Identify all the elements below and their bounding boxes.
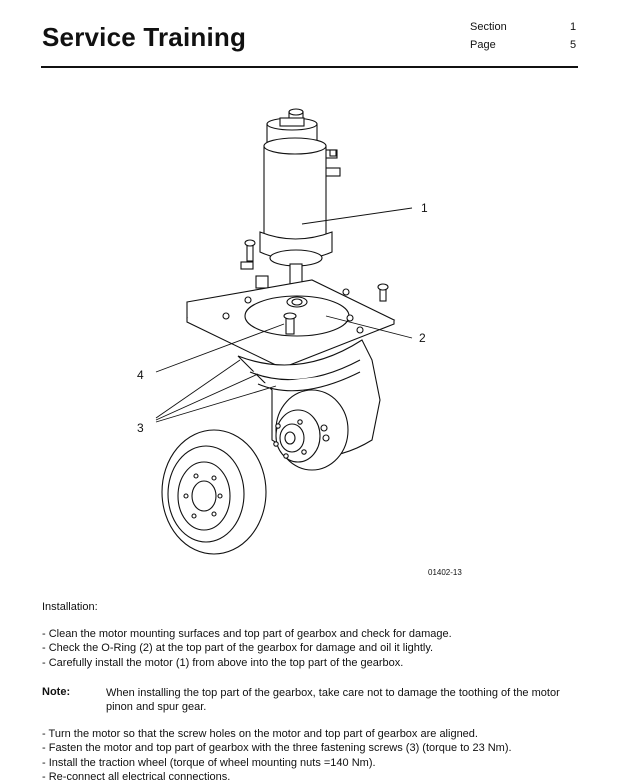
callout-2: 2: [419, 331, 426, 345]
figure-code: 01402-13: [428, 568, 462, 577]
list-item: - Turn the motor so that the screw holes…: [42, 728, 478, 740]
note-label: Note:: [42, 686, 71, 698]
header-rule: [41, 66, 578, 68]
list-item: - Carefully install the motor (1) from a…: [42, 656, 404, 669]
list-item: - Fasten the motor and top part of gearb…: [42, 742, 512, 755]
list-item: - Re-connect all electrical connections.: [42, 770, 231, 783]
callout-1: 1: [421, 201, 428, 215]
callout-3: 3: [137, 421, 144, 435]
section-value: 1: [570, 21, 577, 33]
page-label: Page: [470, 39, 496, 51]
motor-gearbox-illustration: [155, 108, 413, 555]
page-title: Service Training: [42, 22, 247, 52]
installation-steps-1: - Clean the motor mounting surfaces and …: [42, 627, 602, 670]
section-label: Section: [470, 21, 507, 33]
installation-heading: Installation:: [42, 601, 98, 613]
list-item: - Install the traction wheel (torque of …: [42, 756, 376, 769]
installation-steps-2: - Turn the motor so that the screw holes…: [42, 727, 602, 784]
list-item: - Check the O-Ring (2) at the top part o…: [42, 642, 434, 655]
page-value: 5: [570, 39, 577, 51]
note-text: When installing the top part of the gear…: [106, 687, 560, 713]
callout-4: 4: [137, 368, 144, 382]
list-item: - Clean the motor mounting surfaces and …: [42, 628, 452, 640]
